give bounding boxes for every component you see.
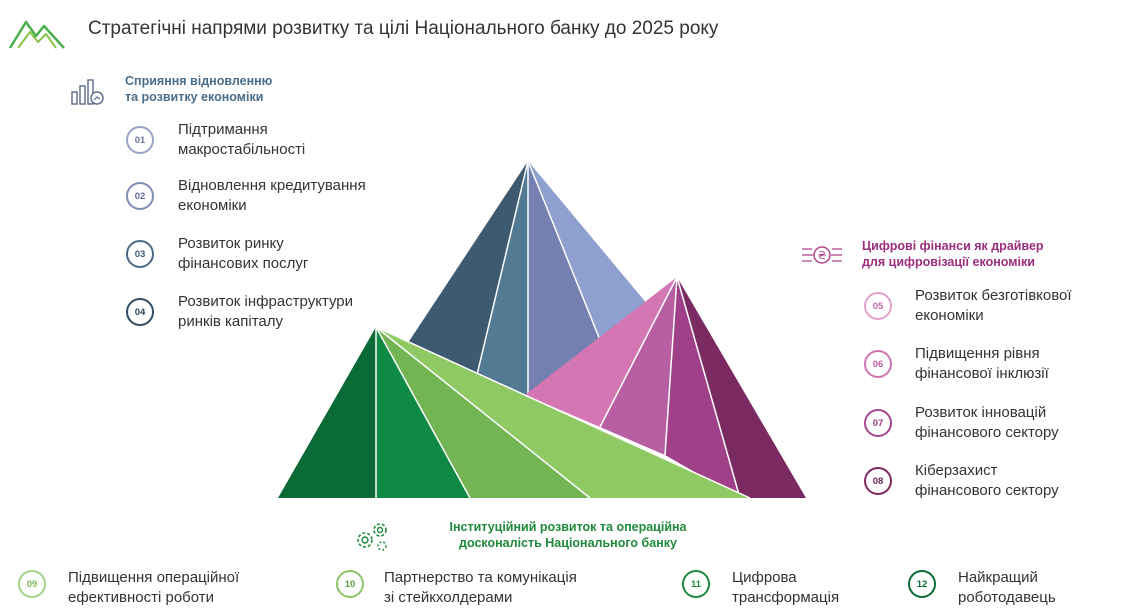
goal-item-02: 02 Відновлення кредитування економіки bbox=[126, 176, 366, 216]
goal-number-badge: 01 bbox=[126, 126, 154, 154]
gears-icon bbox=[357, 523, 387, 551]
goal-label-line: економіки bbox=[915, 307, 984, 324]
goal-label-line: Цифрова bbox=[732, 569, 797, 586]
goal-number-badge: 09 bbox=[18, 570, 46, 598]
magenta-mountain-face-2 bbox=[600, 277, 677, 455]
goal-number-badge: 05 bbox=[864, 292, 892, 320]
goal-label-line: Підтримання bbox=[178, 121, 268, 138]
goal-label-line: трансформація bbox=[732, 589, 840, 606]
magenta-mountain-face-3 bbox=[665, 277, 740, 498]
economy-section-title: Сприяння відновленню та розвитку економі… bbox=[125, 73, 272, 105]
svg-text:₴: ₴ bbox=[818, 249, 827, 262]
goal-label-line: зі стейкхолдерами bbox=[384, 589, 513, 606]
goal-label-line: Підвищення операційної bbox=[68, 569, 240, 586]
goal-item-11: 11 Цифрова трансформація bbox=[682, 568, 839, 608]
goal-label-line: макростабільності bbox=[178, 141, 306, 158]
chart-growth-icon bbox=[71, 79, 104, 105]
magenta-mountain-face-4 bbox=[677, 277, 806, 498]
goal-label-line: Відновлення кредитування bbox=[178, 177, 366, 194]
goal-number-badge: 12 bbox=[908, 570, 936, 598]
magenta-mountain-face-1 bbox=[525, 277, 677, 427]
goal-label-line: Кіберзахист bbox=[915, 462, 998, 479]
digital-title-line-1: Цифрові фінанси як драйвер bbox=[862, 239, 1044, 253]
goal-item-05: 05 Розвиток безготівкової економіки bbox=[864, 286, 1072, 326]
mountains-illustration bbox=[278, 160, 806, 499]
goal-item-03: 03 Розвиток ринку фінансових послуг bbox=[126, 234, 308, 274]
goal-label-line: фінансової інклюзії bbox=[915, 365, 1049, 382]
goal-label-line: Партнерство та комунікація bbox=[384, 569, 577, 586]
goal-number-badge: 07 bbox=[864, 409, 892, 437]
green-mountain-face-1 bbox=[278, 327, 376, 498]
goal-label-line: ринків капіталу bbox=[178, 313, 284, 330]
mountain-logo-icon bbox=[8, 20, 65, 49]
goal-item-07: 07 Розвиток інновацій фінансового сектор… bbox=[864, 403, 1059, 443]
blue-mountain-face-3 bbox=[528, 161, 600, 395]
goal-number-badge: 11 bbox=[682, 570, 710, 598]
goal-label-line: Розвиток інфраструктури bbox=[178, 293, 354, 310]
goal-item-08: 08 Кіберзахист фінансового сектору bbox=[864, 461, 1059, 501]
goal-number-badge: 03 bbox=[126, 240, 154, 268]
goal-number-badge: 10 bbox=[336, 570, 364, 598]
goal-label-line: роботодавець bbox=[958, 589, 1056, 606]
goal-label-line: Найкращий bbox=[958, 569, 1038, 586]
goal-label-line: Розвиток ринку bbox=[178, 235, 284, 252]
goal-number-badge: 04 bbox=[126, 298, 154, 326]
goal-label-line: економіки bbox=[178, 197, 247, 214]
goal-item-09: 09 Підвищення операційної ефективності р… bbox=[18, 568, 239, 608]
digital-title-line-2: для цифровізації економіки bbox=[862, 255, 1035, 269]
goal-label-line: Підвищення рівня bbox=[915, 345, 1040, 362]
goal-number-badge: 08 bbox=[864, 467, 892, 495]
goal-label-line: фінансового сектору bbox=[915, 482, 1059, 499]
digital-section-title: Цифрові фінанси як драйвер для цифровіза… bbox=[862, 238, 1044, 270]
goal-item-04: 04 Розвиток інфраструктури ринків капіта… bbox=[126, 292, 353, 332]
economy-title-line-2: та розвитку економіки bbox=[125, 90, 264, 104]
goal-number-badge: 02 bbox=[126, 182, 154, 210]
institutional-title-line-1: Інституційний розвиток та операційна bbox=[449, 520, 687, 534]
digital-hryvnia-icon: ₴ bbox=[802, 246, 842, 264]
goal-item-10: 10 Партнерство та комунікація зі стейкхо… bbox=[336, 568, 577, 608]
goal-label-line: ефективності роботи bbox=[68, 589, 215, 606]
goal-number-badge: 06 bbox=[864, 350, 892, 378]
goal-item-01: 01 Підтримання макростабільності bbox=[126, 120, 305, 160]
goal-label-line: Розвиток безготівкової bbox=[915, 287, 1072, 304]
goal-label-line: Розвиток інновацій bbox=[915, 404, 1047, 421]
institutional-section-title: Інституційний розвиток та операційна дос… bbox=[413, 519, 723, 551]
page-title: Стратегічні напрями розвитку та цілі Нац… bbox=[88, 18, 719, 39]
institutional-title-line-2: досконалість Національного банку bbox=[459, 536, 677, 550]
goal-label-line: фінансових послуг bbox=[178, 255, 309, 272]
goal-item-06: 06 Підвищення рівня фінансової інклюзії bbox=[864, 344, 1049, 384]
blue-mountain-face-4 bbox=[528, 161, 648, 340]
goal-label-line: фінансового сектору bbox=[915, 424, 1059, 441]
goal-item-12: 12 Найкращий роботодавець bbox=[908, 568, 1056, 608]
economy-title-line-1: Сприяння відновленню bbox=[125, 74, 273, 88]
